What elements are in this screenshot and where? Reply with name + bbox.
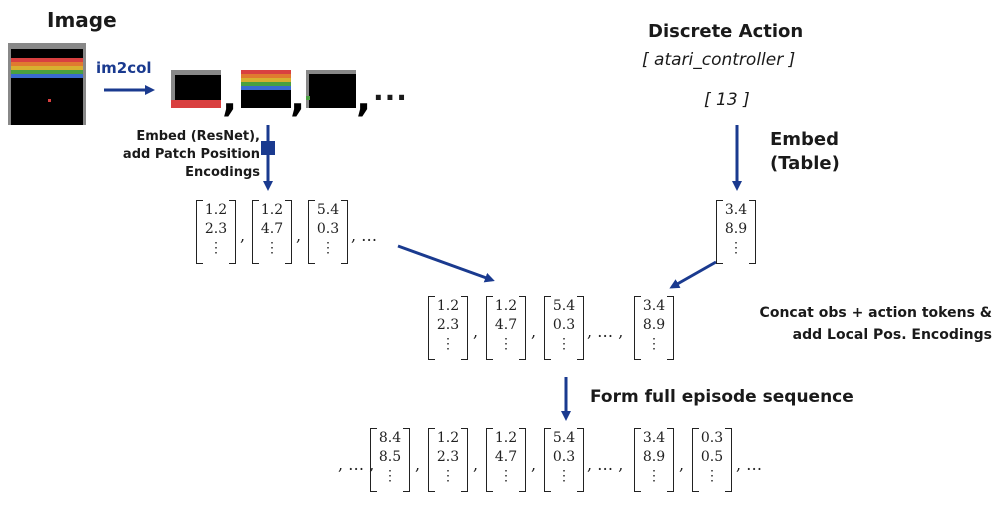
vector-mid-ellipsis: , … , <box>587 455 624 474</box>
vector-separator: , <box>296 226 302 245</box>
patch-comma-1: , <box>222 75 238 121</box>
vector-trailing-ellipsis: , … <box>351 226 378 245</box>
vector-separator: , <box>531 322 537 341</box>
vector-mid-ellipsis: , … , <box>587 322 624 341</box>
patch-1-thumbnail <box>171 70 221 108</box>
patch-ellipsis: ... <box>373 74 408 107</box>
patch-3-thumbnail <box>306 70 356 108</box>
vector-separator: , <box>473 455 479 474</box>
vector-separator: , <box>240 226 246 245</box>
atari-screen-image <box>8 43 86 125</box>
action-space-label: [ atari_controller ] <box>642 50 796 70</box>
vector-separator: , <box>473 322 479 341</box>
vector-separator: , <box>531 455 537 474</box>
episode-trailing-ellipsis: , … <box>736 455 763 474</box>
form-sequence-label: Form full episode sequence <box>590 387 854 407</box>
embed-resnet-label: Embed (ResNet), add Patch Position Encod… <box>122 129 260 180</box>
patches-merge-arrow <box>397 244 495 283</box>
vector-separator: , <box>679 455 685 474</box>
im2col-label: im2col <box>96 59 152 77</box>
discrete-action-title: Discrete Action <box>648 21 804 42</box>
patch-comma-2: , <box>290 75 306 121</box>
patch-comma-3: , <box>356 75 372 121</box>
action-value-label: [ 13 ] <box>704 90 750 110</box>
action-merge-arrow <box>669 260 717 289</box>
vector-separator: , <box>415 455 421 474</box>
image-title: Image <box>47 8 117 32</box>
embed-table-label: Embed (Table) <box>770 129 840 174</box>
patch-2-thumbnail <box>241 70 291 108</box>
embed-resnet-block-icon <box>261 141 275 155</box>
episode-leading-ellipsis: , … , <box>338 455 375 474</box>
concat-label: Concat obs + action tokens & add Local P… <box>759 305 992 343</box>
